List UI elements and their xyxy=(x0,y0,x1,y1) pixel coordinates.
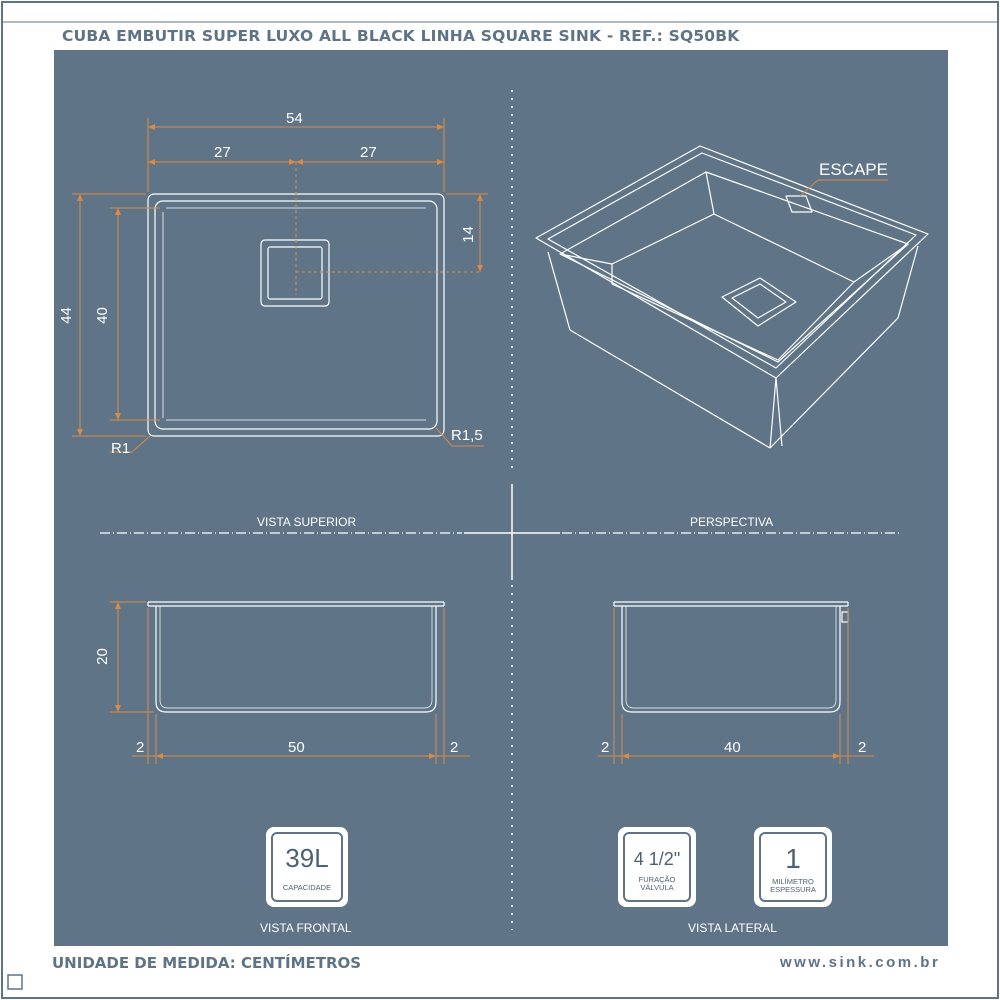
dim-outer-depth: 44 xyxy=(57,307,75,324)
website-url: www.sink.com.br xyxy=(780,954,941,971)
dim-side-inner-width: 40 xyxy=(724,739,741,756)
unit-label: UNIDADE DE MEDIDA: CENTÍMETROS xyxy=(52,954,362,972)
label-perspective: PERSPECTIVA xyxy=(690,515,774,529)
drawing-panel xyxy=(54,50,948,946)
thickness-badge-box xyxy=(754,827,832,907)
dim-overall-width: 54 xyxy=(286,110,303,127)
dim-side-left-rim: 2 xyxy=(601,739,610,756)
perspective-drain-outer xyxy=(721,277,797,327)
dim-radius-inner: R1,5 xyxy=(451,427,483,444)
valve-value: 4 1/2" xyxy=(633,849,681,869)
overflow-escape xyxy=(785,195,813,213)
dim-side-right-rim: 2 xyxy=(858,739,867,756)
front-view-dimensions xyxy=(110,601,470,764)
valve-badge-box xyxy=(618,827,696,907)
page-title: CUBA EMBUTIR SUPER LUXO ALL BLACK LINHA … xyxy=(62,27,740,45)
drain-centerlines xyxy=(295,162,480,295)
perspective-sink xyxy=(535,145,929,449)
dim-front-inner-width: 50 xyxy=(288,739,305,756)
dim-44-40-lines xyxy=(72,193,160,437)
thickness-caption-line1: MILÍMETRO xyxy=(772,877,814,886)
capacity-caption: CAPACIDADE xyxy=(282,883,332,892)
dim-front-left-rim: 2 xyxy=(136,739,145,756)
side-view-sink xyxy=(613,601,849,713)
dim-front-height: 20 xyxy=(93,648,111,665)
drain-inner xyxy=(267,246,323,300)
valve-caption-line2: VÁLVULA xyxy=(640,883,674,892)
capacity-value: 39L xyxy=(285,843,329,873)
label-front-view: VISTA FRONTAL xyxy=(260,921,352,935)
drain-outer xyxy=(260,239,330,307)
valve-caption-line1: FURAÇÃO xyxy=(638,875,676,884)
escape-leader xyxy=(799,179,888,197)
capacity-badge-box xyxy=(266,827,348,907)
dim-front-right-rim: 2 xyxy=(450,739,459,756)
label-side-view: VISTA LATERAL xyxy=(688,921,777,935)
dim-14-lines xyxy=(446,193,488,272)
perspective-drain-inner xyxy=(731,283,787,319)
dim-54-lines xyxy=(147,118,445,192)
corner-mark xyxy=(7,974,23,990)
dim-radius-outer: R1 xyxy=(111,440,131,457)
radius-leaders xyxy=(110,427,484,453)
side-view-dimensions xyxy=(598,608,874,764)
dim-half-right: 27 xyxy=(360,144,377,161)
thickness-value: 1 xyxy=(785,843,801,874)
dim-drain-offset: 14 xyxy=(459,226,477,243)
label-top-view: VISTA SUPERIOR xyxy=(257,515,357,529)
front-view-sink xyxy=(147,601,445,713)
dim-half-left: 27 xyxy=(214,144,231,161)
top-view-sink xyxy=(147,193,445,437)
label-escape: ESCAPE xyxy=(819,160,888,179)
dim-inner-depth: 40 xyxy=(93,307,111,324)
center-cross xyxy=(464,484,560,580)
thickness-caption-line2: ESPESSURA xyxy=(770,885,816,894)
